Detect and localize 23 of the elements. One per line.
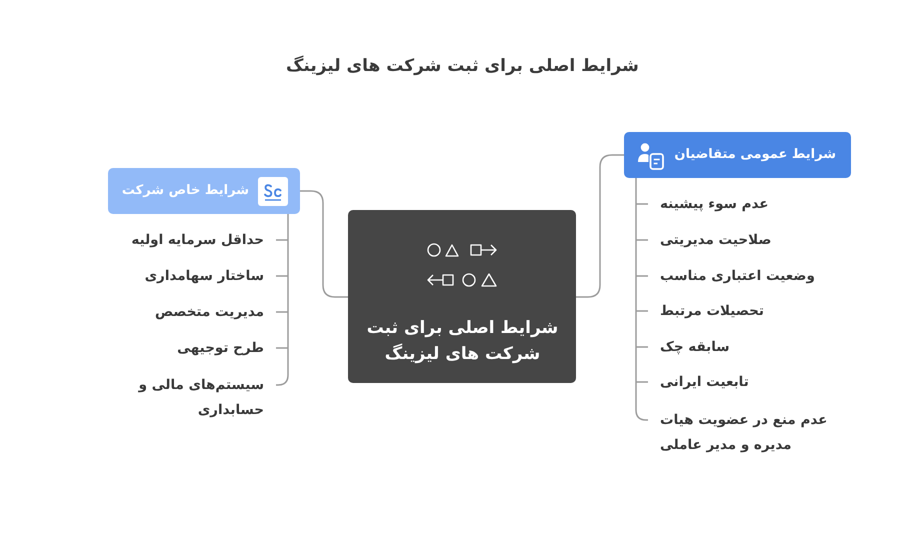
item-text: تابعیت ایرانی: [648, 370, 750, 394]
item-text: حداقل سرمایه اولیه: [130, 228, 276, 252]
item-text: وضعیت اعتباری مناسب: [648, 264, 816, 288]
connector: [576, 154, 624, 298]
item-text: عدم منع در عضویت هیات مدیره و مدیر عاملی: [648, 408, 829, 458]
bracket-connector: [275, 213, 289, 386]
branch-box: [108, 168, 300, 214]
item-text: ساختار سهامداری: [143, 264, 276, 288]
branch-title: شرایط خاص شرکت: [122, 182, 249, 200]
item-text: سابقه چک: [648, 334, 731, 360]
diagram-title: شرایط اصلی برای ثبت شرکت های لیزینگ: [286, 54, 639, 78]
item-text: مدیریت متخصص: [153, 300, 276, 324]
connector: [300, 190, 348, 298]
item-text: سیستم‌های مالی و حسابداری: [137, 372, 276, 422]
item-text: عدم سوء پیشینه: [648, 192, 770, 216]
topic-title: شرایط اصلی برای ثبت شرکت های لیزینگ: [366, 317, 559, 366]
topic-box: [348, 210, 576, 383]
item-text: تحصیلات مرتبط: [648, 298, 765, 324]
branch-box: [624, 132, 851, 178]
item-text: طرح توجیهی: [176, 336, 276, 360]
item-text: صلاحیت مدیریتی: [648, 228, 773, 252]
branch-title: شرایط عمومی متقاضیان: [674, 146, 836, 164]
bracket-connector: [635, 177, 649, 421]
